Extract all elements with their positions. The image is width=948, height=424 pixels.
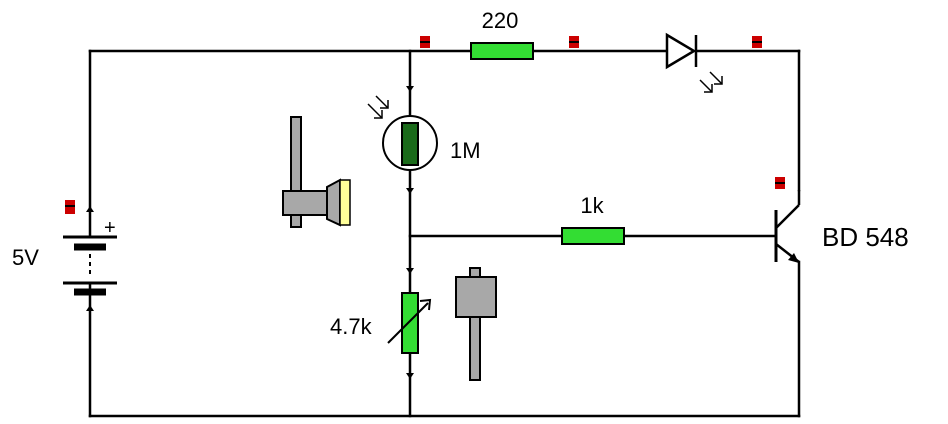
ldr-body[interactable] bbox=[401, 122, 419, 166]
adjust-arrow-icon bbox=[419, 298, 432, 311]
potentiometer-label: 4.7k bbox=[330, 314, 373, 339]
ldr-1m[interactable]: 1M bbox=[367, 95, 481, 171]
flashlight-handle[interactable] bbox=[282, 190, 328, 216]
current-arrows bbox=[86, 86, 414, 379]
arrow-icon bbox=[406, 188, 414, 194]
resistor-220[interactable]: 220 bbox=[470, 8, 534, 60]
battery-5v[interactable]: + 5V bbox=[12, 217, 117, 296]
led[interactable] bbox=[665, 32, 723, 93]
resistor-220-label: 220 bbox=[482, 8, 519, 33]
potentiometer-4-7k[interactable]: 4.7k bbox=[330, 292, 432, 354]
slider-knob-icon[interactable] bbox=[455, 267, 497, 381]
arrow-icon bbox=[86, 305, 94, 311]
arrow-icon bbox=[406, 268, 414, 274]
flashlight-lens bbox=[339, 179, 351, 226]
arrow-icon bbox=[406, 86, 414, 92]
ldr-label: 1M bbox=[450, 138, 481, 163]
arrow-icon bbox=[86, 206, 94, 212]
potentiometer-body[interactable] bbox=[401, 292, 419, 354]
emitter-arrow-icon bbox=[788, 253, 799, 263]
resistor-1k[interactable]: 1k bbox=[561, 193, 625, 245]
probe-marker[interactable] bbox=[420, 36, 430, 48]
battery-plus-sign: + bbox=[104, 217, 116, 239]
slider-track[interactable] bbox=[469, 267, 481, 381]
resistor-body[interactable] bbox=[561, 227, 625, 245]
resistor-1k-label: 1k bbox=[580, 193, 604, 218]
transistor-bd548[interactable]: BD 548 bbox=[774, 190, 909, 263]
probe-markers bbox=[65, 36, 785, 214]
probe-marker[interactable] bbox=[752, 36, 762, 48]
probe-marker[interactable] bbox=[569, 36, 579, 48]
arrow-icon bbox=[406, 373, 414, 379]
transistor-collector bbox=[775, 204, 800, 229]
resistor-body[interactable] bbox=[470, 42, 534, 60]
probe-marker[interactable] bbox=[775, 177, 785, 189]
flashlight-icon[interactable] bbox=[282, 116, 351, 228]
flashlight-track[interactable] bbox=[290, 116, 302, 228]
wires bbox=[88, 49, 801, 418]
probe-marker[interactable] bbox=[65, 200, 75, 214]
transistor-label: BD 548 bbox=[822, 222, 909, 252]
battery-label: 5V bbox=[12, 245, 39, 270]
led-icon[interactable] bbox=[665, 32, 697, 70]
slider-handle[interactable] bbox=[455, 276, 497, 318]
